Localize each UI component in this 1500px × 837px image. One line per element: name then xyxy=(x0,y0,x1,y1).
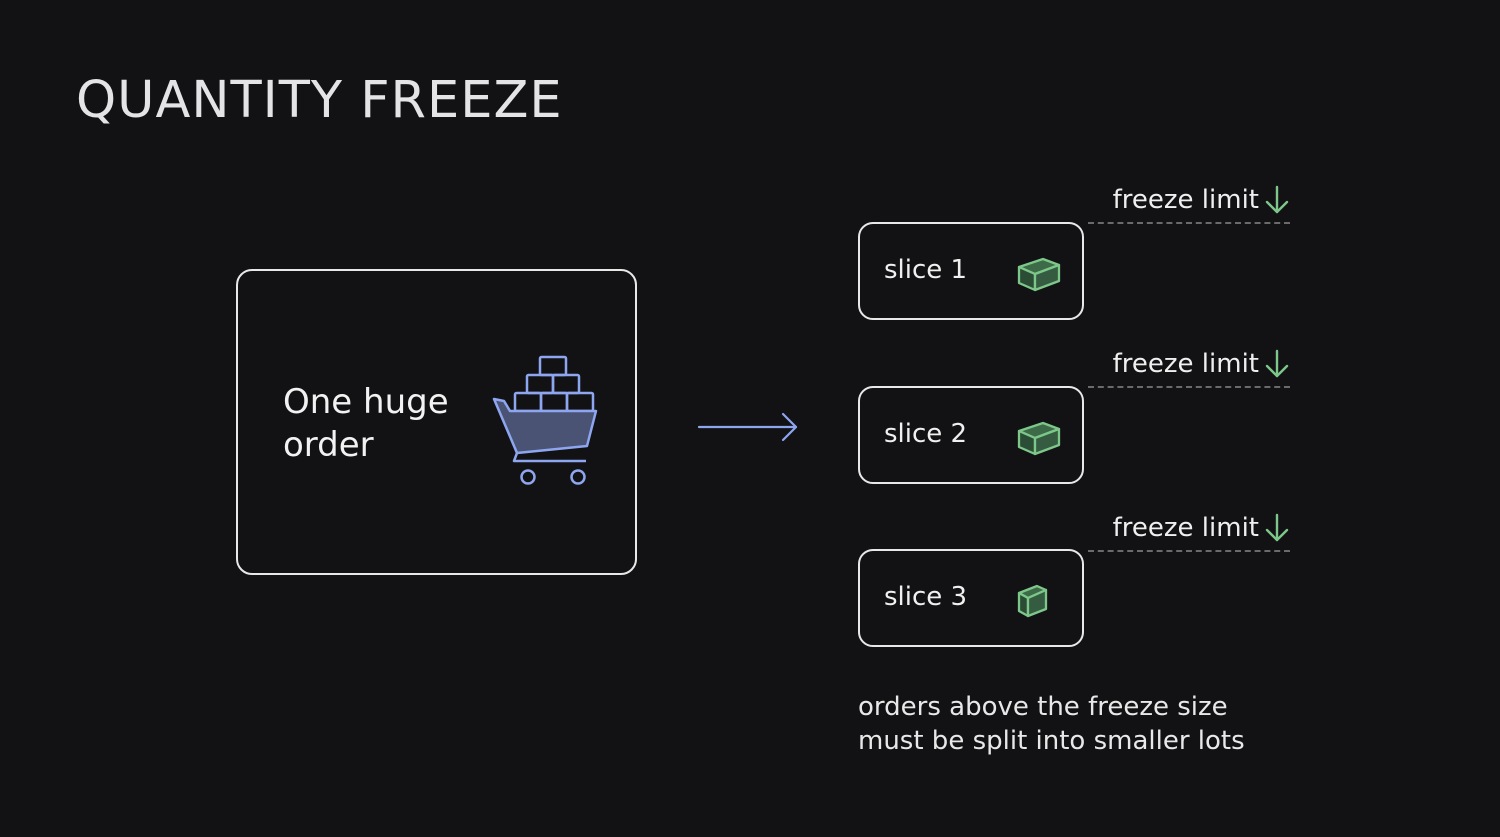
freeze-limit-label: freeze limit xyxy=(1112,349,1259,379)
arrow-down-icon xyxy=(1265,185,1289,214)
slice-box-3: slice 3 xyxy=(858,549,1084,647)
caption: orders above the freeze size must be spl… xyxy=(858,690,1245,758)
slice-box-1: slice 1 xyxy=(858,222,1084,320)
box-icon xyxy=(1017,257,1061,292)
freeze-limit-line xyxy=(1088,550,1290,552)
slice-box-2: slice 2 xyxy=(858,386,1084,484)
slice-label: slice 1 xyxy=(884,255,968,285)
slice-label: slice 2 xyxy=(884,419,968,449)
freeze-limit-marker-3: freeze limit xyxy=(1088,511,1293,552)
arrow-down-icon xyxy=(1265,513,1289,542)
slice-label: slice 3 xyxy=(884,582,968,612)
small-box-icon xyxy=(1017,584,1048,618)
freeze-limit-line xyxy=(1088,386,1290,388)
caption-line-2: must be split into smaller lots xyxy=(858,726,1245,756)
freeze-limit-marker-1: freeze limit xyxy=(1088,183,1293,224)
box-icon xyxy=(1017,421,1061,456)
freeze-limit-marker-2: freeze limit xyxy=(1088,347,1293,388)
order-label-line-1: One huge xyxy=(283,382,449,422)
arrow-down-icon xyxy=(1265,349,1289,378)
caption-line-1: orders above the freeze size xyxy=(858,692,1228,722)
shopping-cart-icon xyxy=(492,355,598,485)
freeze-limit-label: freeze limit xyxy=(1112,513,1259,543)
huge-order-box: One huge order xyxy=(236,269,637,575)
split-arrow xyxy=(697,412,798,442)
freeze-limit-label: freeze limit xyxy=(1112,185,1259,215)
freeze-limit-line xyxy=(1088,222,1290,224)
order-label: One huge order xyxy=(283,381,483,467)
page-title: QUANTITY FREEZE xyxy=(76,71,563,130)
order-label-line-2: order xyxy=(283,425,374,465)
